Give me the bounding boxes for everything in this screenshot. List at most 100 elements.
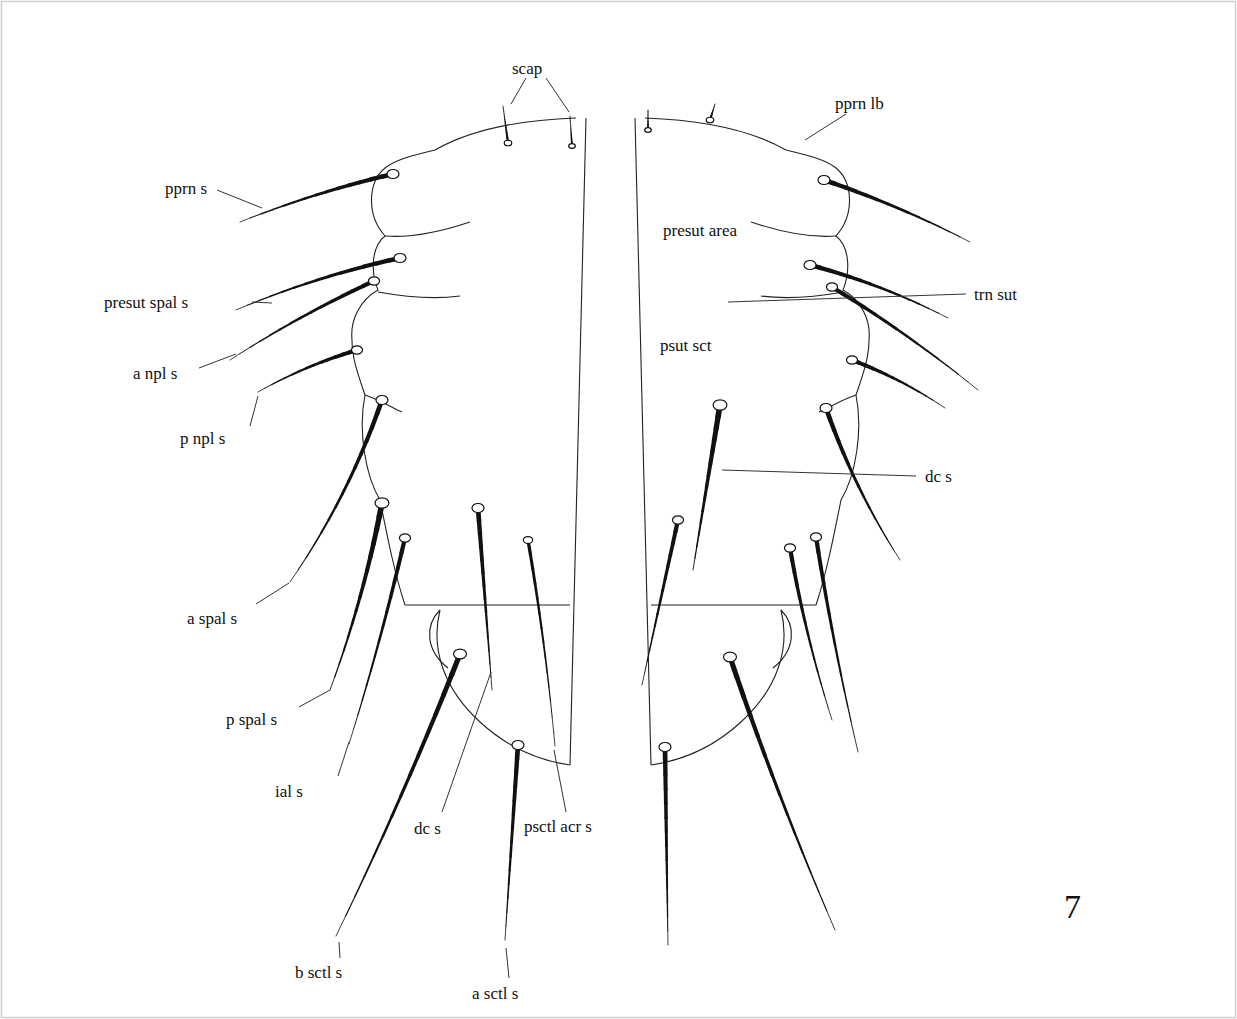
- bristle: [707, 476, 709, 488]
- bristle: [316, 192, 327, 195]
- part-label: psctl acr s: [524, 818, 592, 835]
- bristle: [294, 199, 305, 203]
- bristle: [929, 222, 939, 227]
- bristle: [547, 672, 549, 687]
- bristle: [894, 550, 900, 560]
- bristle: [920, 392, 926, 396]
- bristle: [512, 801, 516, 815]
- bristle: [960, 237, 970, 242]
- bristle: [261, 210, 272, 214]
- bristle: [835, 645, 838, 660]
- bristle-socket: [399, 534, 410, 542]
- bristle: [898, 208, 908, 212]
- bristle: [853, 475, 858, 486]
- bristle: [819, 892, 827, 911]
- bristle: [948, 366, 958, 374]
- bristle: [549, 687, 551, 702]
- bristle: [506, 898, 508, 912]
- bristle: [435, 695, 443, 715]
- bristle: [665, 567, 668, 579]
- bristle: [744, 697, 751, 717]
- bristle: [265, 385, 272, 389]
- bristle: [666, 888, 668, 902]
- bristle: [503, 106, 504, 109]
- bristle: [802, 610, 805, 622]
- bristle: [280, 324, 290, 330]
- part-label: p npl s: [180, 430, 225, 447]
- bristle-socket: [387, 170, 399, 179]
- bristle: [352, 611, 356, 624]
- bristle: [485, 599, 486, 612]
- bristle: [272, 206, 283, 210]
- bristle: [929, 309, 939, 314]
- bristle: [247, 301, 258, 306]
- bristle: [668, 555, 671, 567]
- bristle-socket: [818, 176, 830, 185]
- bristle-socket: [472, 504, 484, 513]
- bristle: [503, 109, 504, 112]
- bristle: [968, 382, 978, 390]
- bristle: [938, 359, 948, 367]
- bristle: [301, 312, 311, 318]
- bristle: [699, 523, 701, 535]
- bristle: [488, 638, 489, 651]
- bristle: [363, 571, 366, 584]
- bristle: [832, 630, 835, 645]
- bristle: [480, 534, 481, 547]
- bristle: [652, 626, 655, 638]
- part-label: a sctl s: [472, 985, 518, 1002]
- bristle-socket: [810, 533, 821, 541]
- bristle: [861, 280, 871, 284]
- bristle: [814, 659, 817, 671]
- bristle: [844, 691, 847, 706]
- bristle: [349, 468, 355, 481]
- bristle: [366, 428, 371, 442]
- bristle: [543, 643, 545, 658]
- bristle: [236, 305, 247, 310]
- bristle: [505, 912, 507, 926]
- part-label: ial s: [275, 783, 303, 800]
- bristle: [427, 715, 435, 735]
- bristle: [821, 568, 824, 583]
- bristle: [664, 818, 667, 832]
- bristle: [839, 442, 844, 453]
- bristle: [909, 213, 919, 218]
- bristle: [871, 284, 881, 288]
- part-label: pprn s: [165, 180, 207, 197]
- bristle: [512, 787, 517, 801]
- bristle: [703, 499, 705, 511]
- bristle: [293, 284, 305, 288]
- bristle: [537, 599, 539, 614]
- bristle: [336, 494, 343, 507]
- bristle: [737, 677, 744, 697]
- part-label: dc s: [925, 468, 952, 485]
- bristle: [283, 202, 294, 206]
- bristle: [655, 614, 658, 626]
- bristle: [792, 560, 794, 572]
- part-label: psut sct: [660, 337, 711, 354]
- bristle: [355, 876, 364, 896]
- bristle: [663, 761, 668, 775]
- bristle: [657, 603, 660, 615]
- bristle: [667, 917, 668, 931]
- bristle: [869, 508, 875, 519]
- bristle: [900, 381, 907, 384]
- bristle: [375, 642, 379, 657]
- bristle: [240, 347, 250, 353]
- bristle: [358, 700, 362, 715]
- bristle: [352, 267, 364, 270]
- bristle: [795, 833, 803, 852]
- bristle: [875, 518, 881, 529]
- bristle-socket: [826, 283, 837, 291]
- bristle: [851, 721, 854, 736]
- bristle: [888, 204, 898, 208]
- bristle: [298, 558, 306, 570]
- bristle: [854, 301, 865, 308]
- bristle: [714, 104, 715, 105]
- bristle: [838, 660, 841, 675]
- bristle: [340, 270, 352, 273]
- part-label: pprn lb: [835, 95, 884, 112]
- bristle: [864, 497, 870, 508]
- bristle: [818, 552, 821, 567]
